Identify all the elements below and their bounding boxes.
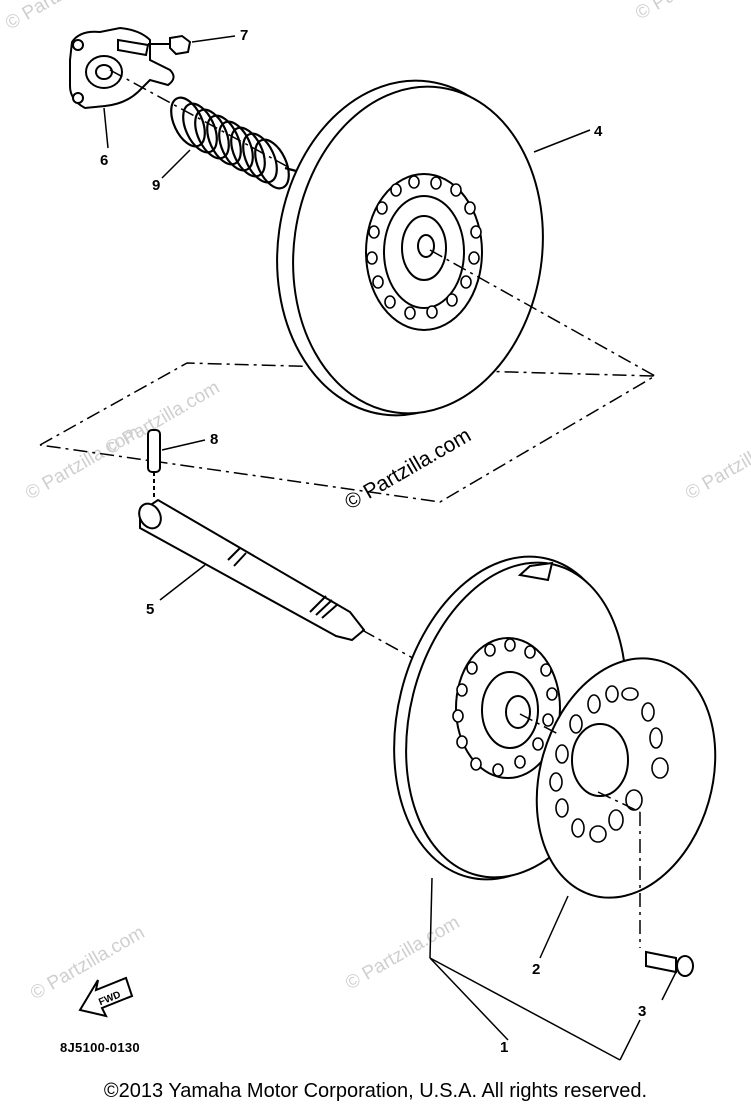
watermark-main: © Partzilla.com <box>341 424 475 515</box>
shaft <box>138 498 366 642</box>
callout-6: 6 <box>100 152 108 169</box>
watermark-faint: © Partzilla.com <box>342 912 463 994</box>
front-plate <box>535 657 717 899</box>
callout-7: 7 <box>240 27 248 44</box>
axis-line-upper <box>109 69 656 377</box>
callouts: 7 6 9 4 8 5 2 3 1 <box>100 27 646 1056</box>
callout-8: 8 <box>210 431 218 448</box>
callout-9: 9 <box>152 177 160 194</box>
axis-line-plate <box>519 713 561 736</box>
axis-line-lower <box>361 629 421 663</box>
callout-5: 5 <box>146 601 154 618</box>
small-fitting <box>148 34 192 56</box>
watermark-faint: © Partzilla.com <box>102 377 223 459</box>
large-disc <box>276 79 544 417</box>
guide-plane <box>39 362 658 503</box>
watermark-faint: © Partzilla.com <box>632 0 751 24</box>
callout-3: 3 <box>638 1003 646 1020</box>
watermark-faint: © Partzilla.com <box>682 422 751 504</box>
callout-4: 4 <box>594 123 603 140</box>
callout-1: 1 <box>500 1039 508 1056</box>
bolt <box>597 791 694 977</box>
fwd-arrow: FWD <box>78 976 134 1018</box>
copyright-notice: ©2013 Yamaha Motor Corporation, U.S.A. A… <box>103 1080 648 1102</box>
watermark-faint: © Partzilla.com <box>2 0 123 34</box>
diagram-code: 8J5100-0130 <box>60 1040 140 1055</box>
callout-2: 2 <box>532 961 540 978</box>
sheave-bracket <box>69 26 175 110</box>
spring <box>170 96 301 190</box>
leader-lines <box>103 35 677 1061</box>
pin <box>147 429 161 500</box>
